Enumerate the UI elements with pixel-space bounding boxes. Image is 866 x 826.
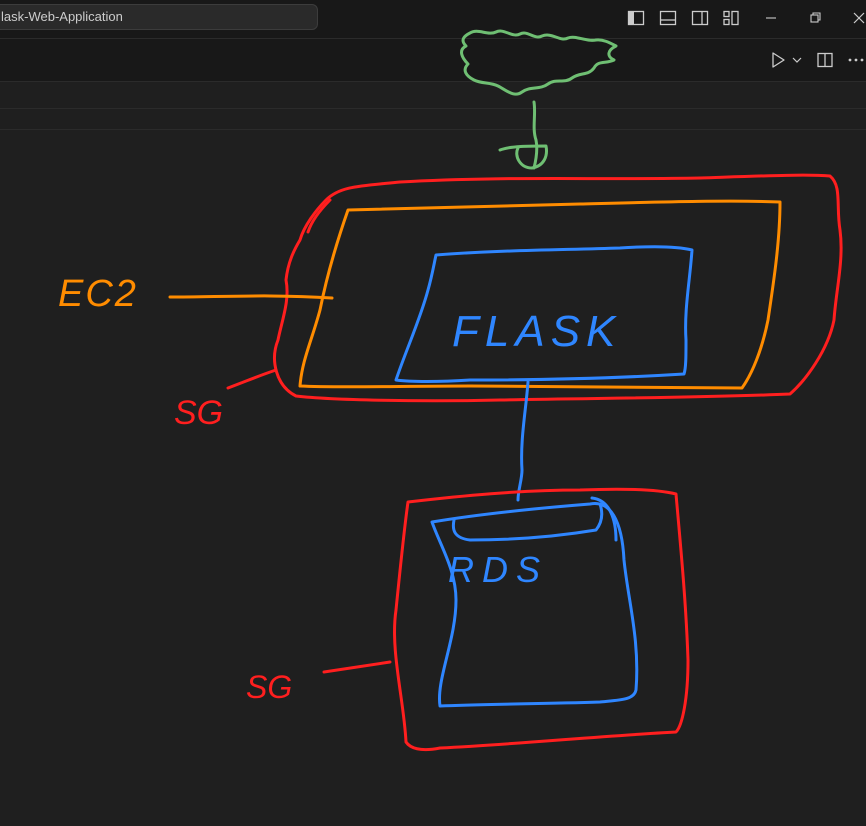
ec2-instance-box xyxy=(298,199,782,390)
customize-layout-icon[interactable] xyxy=(722,9,740,27)
security-group-top xyxy=(273,173,843,403)
toggle-secondary-sidebar-icon[interactable] xyxy=(691,9,709,27)
sg-bottom-label-line xyxy=(322,660,392,674)
breadcrumb-bar xyxy=(0,82,866,109)
restore-window-icon[interactable] xyxy=(806,9,824,27)
sg-top-label-line xyxy=(226,368,278,390)
security-group-bottom xyxy=(393,487,690,752)
command-center-label: lask-Web-Application xyxy=(1,9,123,24)
minimize-window-icon[interactable] xyxy=(762,9,780,27)
sg-top-label: SG xyxy=(174,394,223,432)
internet-gateway-line xyxy=(532,100,539,170)
flask-label: FLASK xyxy=(452,307,621,356)
toggle-panel-icon[interactable] xyxy=(659,9,677,27)
title-bar: lask-Web-Application xyxy=(0,0,866,39)
rds-database-side xyxy=(590,496,618,542)
toggle-primary-sidebar-icon[interactable] xyxy=(627,9,645,27)
split-editor-icon[interactable] xyxy=(816,51,834,69)
rds-database-box xyxy=(430,502,639,708)
security-group-top-inner-stroke xyxy=(306,198,332,234)
close-window-icon[interactable] xyxy=(850,9,866,27)
ec2-label: EC2 xyxy=(58,273,138,315)
drawing-canvas[interactable]: EC2 FLASK RDS SG SG xyxy=(0,29,866,826)
ec2-label-line xyxy=(168,294,334,300)
flask-to-rds-line xyxy=(516,380,530,502)
flask-app-box xyxy=(394,245,694,383)
internet-cloud xyxy=(460,29,618,96)
more-actions-icon[interactable] xyxy=(846,51,866,69)
run-dropdown-icon[interactable] xyxy=(769,51,805,69)
internet-gateway-symbol xyxy=(498,144,548,170)
rds-database-lid xyxy=(451,502,604,542)
editor-tab-bar xyxy=(0,39,866,82)
sg-bottom-label: SG xyxy=(246,669,292,705)
command-center-search[interactable]: lask-Web-Application xyxy=(0,4,318,30)
editor-toolbar-strip xyxy=(0,109,866,130)
rds-label: RDS xyxy=(448,549,548,590)
